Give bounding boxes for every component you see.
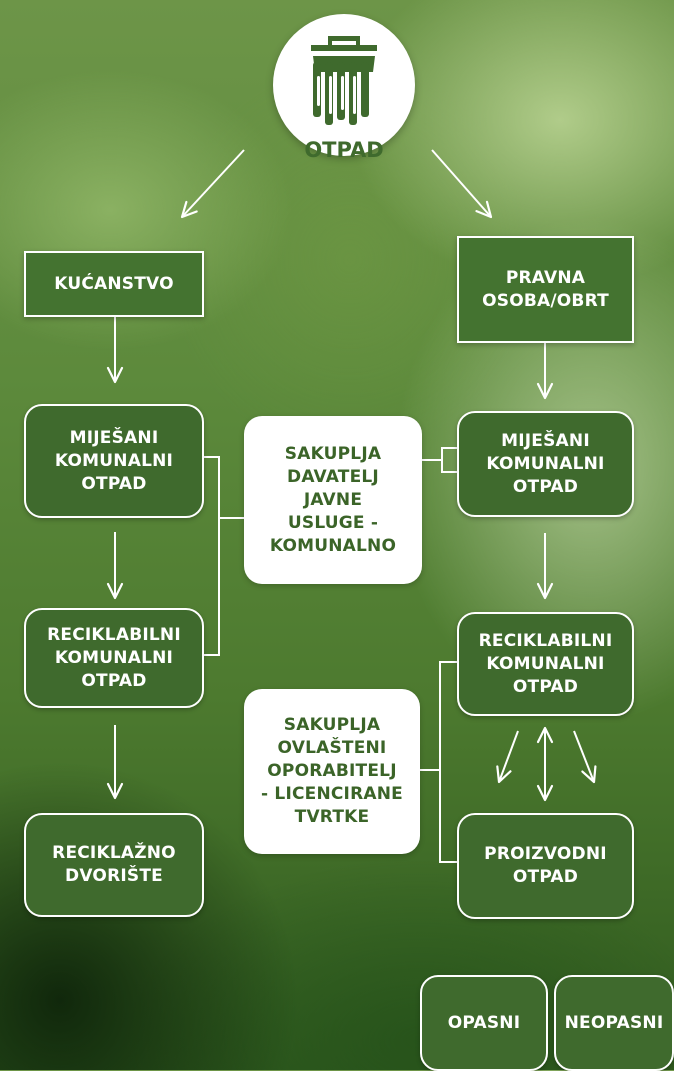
authorized-line-3: OPORABITELJ bbox=[267, 761, 397, 781]
authorized-line-4: - LICENCIRANE bbox=[261, 784, 403, 804]
right-recyclable-line-2: KOMUNALNI bbox=[486, 653, 605, 674]
public-service-line-4: USLUGE - bbox=[287, 512, 379, 533]
authorized-recycler-box: SAKUPLJA OVLAŠTENI OPORABITELJ - LICENCI… bbox=[244, 689, 420, 854]
production-waste-box: PROIZVODNI OTPAD bbox=[457, 813, 634, 919]
logo-label: OTPAD bbox=[304, 138, 384, 162]
left-mixed-line-2: KOMUNALNI bbox=[54, 450, 174, 471]
legal-entity-line-1: PRAVNA bbox=[505, 267, 586, 288]
authorized-line-5: TVRTKE bbox=[294, 807, 370, 827]
legal-entity-box: PRAVNA OSOBA/OBRT bbox=[457, 236, 634, 343]
public-service-line-5: KOMUNALNO bbox=[269, 535, 397, 556]
right-mixed-waste-box: MIJEŠANI KOMUNALNI OTPAD bbox=[457, 411, 634, 517]
household-label: KUĆANSTVO bbox=[54, 273, 174, 294]
right-mixed-line-1: MIJEŠANI bbox=[501, 430, 590, 451]
logo-circle bbox=[273, 14, 415, 156]
household-box: KUĆANSTVO bbox=[24, 251, 204, 317]
public-service-line-1: SAKUPLJA bbox=[284, 443, 382, 464]
left-recyclable-line-2: KOMUNALNI bbox=[54, 647, 174, 668]
bracket-public-service-to-right bbox=[441, 447, 457, 473]
legal-entity-line-2: OSOBA/OBRT bbox=[482, 290, 609, 311]
left-recyclable-line-1: RECIKLABILNI bbox=[47, 624, 181, 645]
bracket-right-to-authorized bbox=[439, 661, 457, 863]
public-service-collector-box: SAKUPLJA DAVATELJ JAVNE USLUGE - KOMUNAL… bbox=[244, 416, 422, 584]
bracket-left-to-public-service bbox=[204, 456, 220, 656]
recycling-yard-line-2: DVORIŠTE bbox=[65, 866, 163, 886]
authorized-line-2: OVLAŠTENI bbox=[277, 738, 387, 758]
arrow-logo-to-household bbox=[180, 149, 245, 219]
left-mixed-waste-box: MIJEŠANI KOMUNALNI OTPAD bbox=[24, 404, 204, 518]
production-line-1: PROIZVODNI bbox=[484, 844, 607, 864]
public-service-line-3: JAVNE bbox=[303, 489, 363, 510]
left-recyclable-line-3: OTPAD bbox=[81, 670, 147, 691]
non-hazardous-label: NEOPASNI bbox=[564, 1012, 664, 1033]
hazardous-box: OPASNI bbox=[420, 975, 548, 1071]
arrow-production-to-nonhazardous-line bbox=[573, 730, 597, 784]
right-recyclable-waste-box: RECIKLABILNI KOMUNALNI OTPAD bbox=[457, 612, 634, 716]
right-recyclable-line-1: RECIKLABILNI bbox=[478, 630, 613, 651]
recycling-yard-line-1: RECIKLAŽNO bbox=[52, 843, 176, 863]
trash-bin-icon bbox=[311, 36, 377, 125]
left-mixed-line-3: OTPAD bbox=[81, 473, 147, 494]
hazardous-label: OPASNI bbox=[447, 1012, 521, 1033]
arrow-logo-to-legal-entity bbox=[431, 149, 493, 219]
left-mixed-line-1: MIJEŠANI bbox=[69, 427, 159, 448]
production-line-2: OTPAD bbox=[512, 867, 579, 887]
right-mixed-line-3: OTPAD bbox=[512, 476, 579, 497]
non-hazardous-box: NEOPASNI bbox=[554, 975, 674, 1071]
arrow-production-to-hazardous-line bbox=[496, 730, 519, 784]
left-recyclable-waste-box: RECIKLABILNI KOMUNALNI OTPAD bbox=[24, 608, 204, 708]
recycling-yard-box: RECIKLAŽNO DVORIŠTE bbox=[24, 813, 204, 917]
right-mixed-line-2: KOMUNALNI bbox=[486, 453, 605, 474]
authorized-line-1: SAKUPLJA bbox=[283, 715, 381, 735]
public-service-line-2: DAVATELJ bbox=[287, 466, 379, 487]
right-recyclable-line-3: OTPAD bbox=[512, 676, 579, 697]
